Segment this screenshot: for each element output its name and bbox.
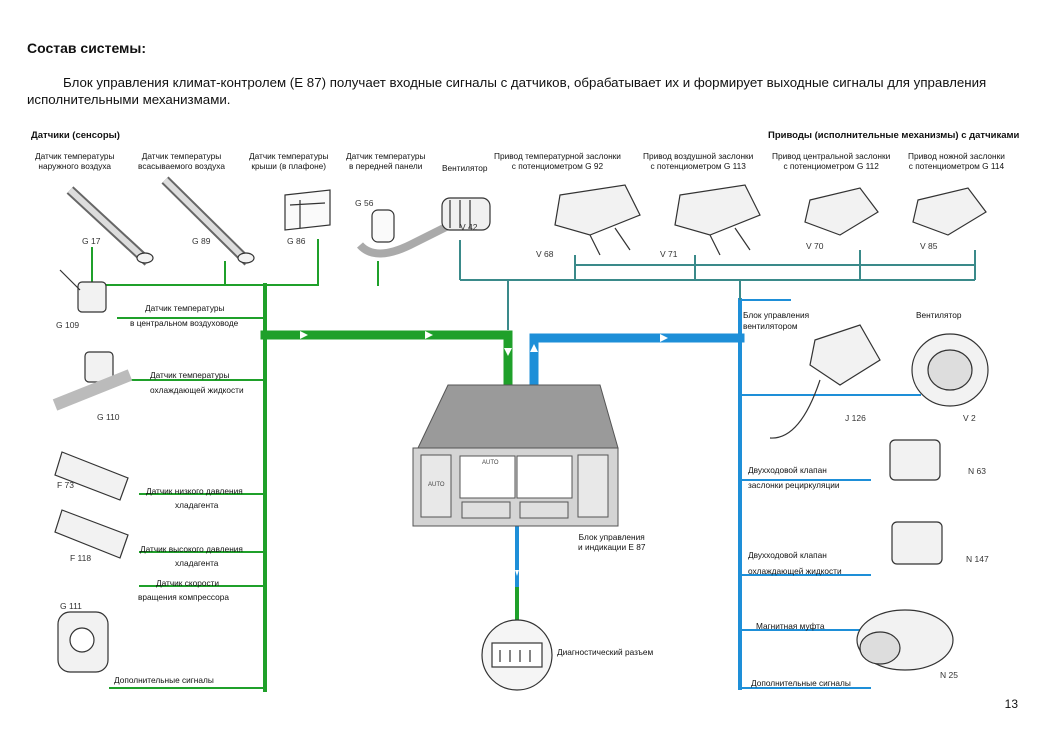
code-v2: V 2 [963, 413, 976, 423]
label-g110-l2: охлаждающей жидкости [150, 385, 244, 395]
sensors-heading: Датчики (сенсоры) [31, 130, 120, 141]
label-g109-l2: в центральном воздуховоде [130, 318, 239, 328]
code-n25: N 25 [940, 670, 958, 680]
label-j126-l1: Блок управления [743, 310, 810, 320]
label-f118-l2: хладагента [175, 558, 219, 568]
code-f118: F 118 [70, 553, 92, 563]
label-v42: Вентилятор [442, 163, 488, 173]
section-title: Состав системы: [27, 40, 147, 56]
feedback-bus [459, 240, 976, 330]
fan-v42-drawing [441, 197, 491, 231]
actuator-v68-drawing [554, 184, 641, 256]
valve-n63-drawing [889, 439, 941, 481]
label-n63-l1: Двухходовой клапан [748, 465, 827, 475]
label-extra-outputs: Дополнительные сигналы [751, 678, 851, 688]
label-f118-l1: Датчик высокого давления [140, 544, 243, 554]
diag-connector-drawing [481, 619, 553, 691]
label-f73-l1: Датчик низкого давления [146, 486, 243, 496]
sensor-f73-drawing [54, 451, 129, 501]
label-n63-l2: заслонки рециркуляции [748, 480, 840, 490]
display-auto: AUTO [482, 460, 499, 466]
code-g110: G 110 [97, 412, 120, 422]
code-n147: N 147 [966, 554, 989, 564]
code-v42: V 42 [460, 222, 478, 232]
page-number: 13 [1004, 697, 1018, 711]
button-auto[interactable]: AUTO [428, 482, 445, 488]
label-f73-l2: хладагента [175, 500, 219, 510]
sensor-g56-drawing [357, 209, 452, 258]
sensor-g86-drawing [284, 189, 331, 231]
actuators-heading: Приводы (исполнительные механизмы) с дат… [768, 130, 1020, 141]
code-j126: J 126 [845, 413, 866, 423]
label-g110-l1: Датчик температуры [150, 370, 230, 380]
code-g89: G 89 [192, 236, 211, 246]
label-n25: Магнитная муфта [756, 621, 825, 631]
actuator-v71-drawing [674, 184, 761, 256]
sensor-g110-drawing [52, 351, 133, 411]
sensor-g17-drawing [66, 186, 154, 266]
label-g111-l2: вращения компрессора [138, 592, 229, 602]
code-v71: V 71 [660, 249, 678, 259]
code-g111: G 111 [60, 601, 82, 611]
code-g86: G 86 [287, 236, 306, 246]
code-g56: G 56 [355, 198, 374, 208]
code-v68: V 68 [536, 249, 554, 259]
sensor-g111-drawing [57, 611, 109, 673]
label-g109-l1: Датчик температуры [145, 303, 225, 313]
code-n63: N 63 [968, 466, 986, 476]
label-g111-l1: Датчик скорости [156, 578, 220, 588]
label-n147-l2: охлаждающей жидкости [748, 566, 842, 576]
label-v2: Вентилятор [916, 310, 962, 320]
intro-paragraph: Блок управления климат-контролем (E 87) … [27, 75, 987, 107]
bus-arrows [300, 331, 668, 576]
sensor-g109-drawing [59, 269, 107, 313]
clutch-n25-drawing [856, 609, 954, 671]
code-v70: V 70 [806, 241, 824, 251]
label-diag: Диагностический разъем [557, 647, 654, 657]
code-v85: V 85 [920, 241, 938, 251]
label-j126-l2: вентилятором [743, 321, 798, 331]
sensor-g89-drawing [161, 176, 255, 266]
actuator-v70-drawing [804, 187, 879, 236]
code-g17: G 17 [82, 236, 101, 246]
control-unit-e87-drawing [412, 384, 619, 527]
sensor-f118-drawing [54, 509, 129, 559]
code-f73: F 73 [57, 480, 75, 490]
valve-n147-drawing [891, 521, 943, 565]
label-n147-l1: Двухходовой клапан [748, 550, 827, 560]
label-extra-inputs: Дополнительные сигналы [114, 675, 214, 685]
fan-v2-drawing [911, 333, 989, 407]
actuator-v85-drawing [912, 187, 987, 236]
fan-controller-j126-drawing [769, 324, 881, 439]
code-g109: G 109 [56, 320, 80, 330]
